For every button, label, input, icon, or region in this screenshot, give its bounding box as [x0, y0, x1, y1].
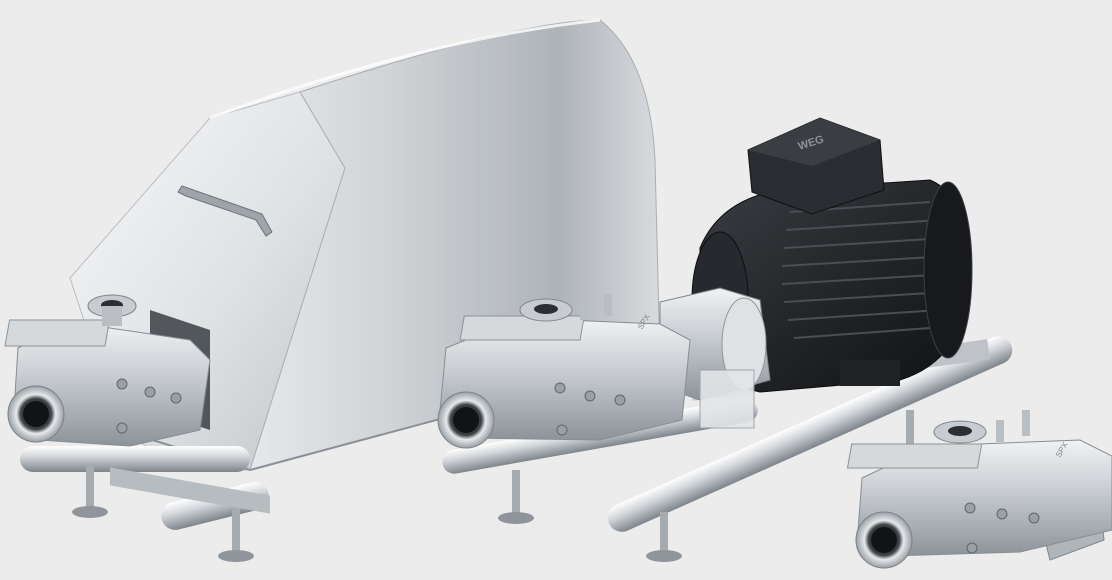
- front-flange-bore-left: [23, 401, 49, 427]
- bolt: [966, 542, 978, 554]
- bolt: [116, 422, 128, 434]
- motor-pump-unit: WEG SPX: [437, 117, 1013, 562]
- motor-fan-cover: [923, 181, 973, 359]
- base-plate: [110, 467, 270, 514]
- hood-top-edge: [209, 18, 601, 120]
- bolt: [116, 378, 128, 390]
- leg-5: [906, 410, 914, 446]
- hood-handle: [177, 185, 273, 237]
- bolt: [1028, 512, 1040, 524]
- bolt: [996, 508, 1008, 520]
- bolt: [144, 386, 156, 398]
- bolt: [614, 394, 626, 406]
- bolt: [584, 390, 596, 402]
- top-fitting-2: [604, 294, 612, 316]
- bolt: [556, 424, 568, 436]
- hooded-pump-unit: [4, 18, 661, 562]
- front-flange-bore-right: [871, 527, 897, 553]
- motor-base-rail-front: [607, 336, 1013, 532]
- foot-1: [72, 506, 108, 518]
- bolt: [964, 502, 976, 514]
- top-fitting-3: [996, 420, 1004, 442]
- top-fitting-4: [1022, 410, 1030, 436]
- base-rail-left: [20, 446, 250, 472]
- leg-4: [660, 512, 668, 552]
- bare-pump-unit: SPX: [846, 410, 1112, 569]
- bolt: [554, 382, 566, 394]
- top-flange-neck-left: [102, 306, 122, 326]
- front-flange-bore-middle: [453, 407, 479, 433]
- top-fitting-1: [580, 300, 588, 320]
- motor-terminal-lid: [748, 118, 880, 166]
- pump-top-block-left: [4, 319, 111, 347]
- pump-top-block-right: [846, 443, 983, 469]
- top-flange-bore-right: [948, 426, 972, 436]
- pump-top-block-middle: [459, 315, 585, 341]
- bolt: [170, 392, 182, 404]
- coupling-guard: [699, 369, 755, 429]
- leg-1: [86, 466, 94, 508]
- top-flange-bore-middle: [534, 304, 558, 314]
- leg-3: [512, 470, 520, 514]
- leg-2: [232, 508, 240, 552]
- motor-foot: [840, 360, 900, 386]
- foot-4: [646, 550, 682, 562]
- foot-2: [218, 550, 254, 562]
- foot-3: [498, 512, 534, 524]
